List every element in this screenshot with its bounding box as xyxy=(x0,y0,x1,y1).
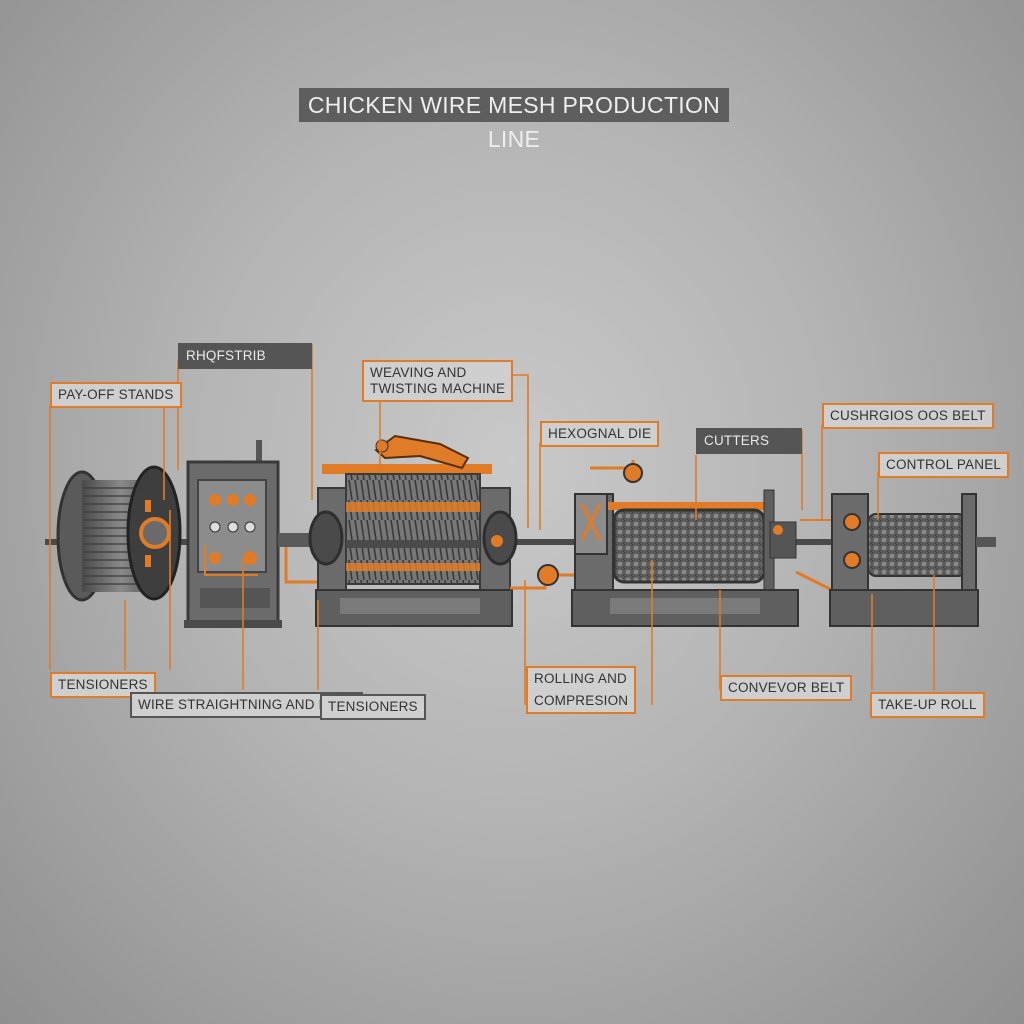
mesh-roll-icon xyxy=(829,493,996,627)
label-weaving-twisting-machine: WEAVING AND TWISTING MACHINE xyxy=(362,360,514,402)
label-garbled-top: RHQFSTRIB xyxy=(178,343,312,369)
label-control-panel: CONTROL PANEL xyxy=(878,452,1010,478)
belt-link xyxy=(795,519,833,592)
control-box-icon xyxy=(184,440,282,628)
label-tensioners-mid: TENSIONERS xyxy=(320,694,426,720)
weaving-line2: TWISTING MACHINE xyxy=(370,381,506,396)
diagram-title: CHICKEN WIRE MESH PRODUCTION LINE xyxy=(299,88,729,152)
rolling-line1: ROLLING AND xyxy=(534,671,627,686)
leader-lines xyxy=(49,344,935,705)
label-take-up-roll: TAKE-UP ROLL xyxy=(870,692,985,718)
wire-spool-icon xyxy=(56,465,182,602)
label-hexagonal-die: HEXOGNAL DIE xyxy=(540,421,660,447)
label-conveyor-belt: CONVEVOR BELT xyxy=(720,675,853,701)
transfer-link xyxy=(510,564,575,590)
label-garbled-belt: CUSHRGIOS OOS BELT xyxy=(822,403,994,429)
coupling-icon xyxy=(278,533,318,584)
mesh-drum-icon xyxy=(571,460,799,627)
rolling-line2: COMPRESION xyxy=(534,693,629,708)
weaving-machine-icon xyxy=(308,434,518,627)
label-cutters: CUTTERS xyxy=(696,428,802,454)
label-pay-off-stands: PAY-OFF STANDS xyxy=(50,382,182,408)
label-rolling-compression: ROLLING AND COMPRESION xyxy=(526,666,637,714)
weaving-line1: WEAVING AND xyxy=(370,365,467,380)
